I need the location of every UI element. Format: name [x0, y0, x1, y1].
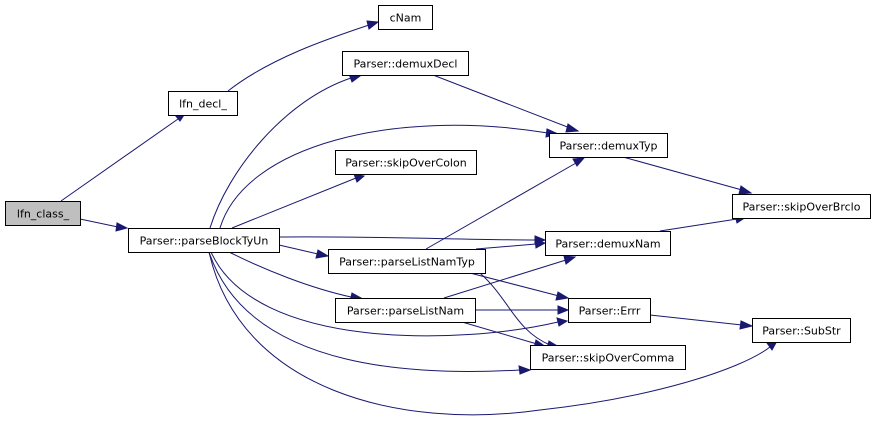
nodes-layer: lfn_class_ lfn_decl_ cNamParser::parseBloc…: [5, 5, 871, 370]
node-box[interactable]: [335, 298, 476, 323]
node-label: Parser::skipOverBrclo: [743, 201, 861, 214]
edge-parseBlockTyUn-to-Errr: [210, 251, 569, 337]
edge-parseListNamTyp-to-demuxNam: [475, 239, 547, 250]
arrowhead-icon: [534, 239, 547, 249]
edge-demuxDecl-to-demuxTyp: [432, 74, 580, 133]
arrowhead-icon: [315, 249, 330, 259]
edge-line: [432, 74, 571, 129]
node-demuxNam[interactable]: Parser::demuxNam: [545, 231, 671, 256]
edge-parseBlockTyUn-to-demuxNam: [278, 235, 547, 245]
edge-line: [231, 177, 357, 229]
edge-lfn_decl-to-cNam: [227, 20, 380, 92]
edge-line: [649, 314, 743, 326]
node-lfn_class[interactable]: lfn_class_: [5, 201, 81, 226]
node-label: lfn_decl_: [179, 98, 227, 111]
edge-line: [278, 236, 536, 241]
edge-line: [208, 251, 521, 373]
edge-line: [219, 124, 549, 229]
edge-line: [469, 272, 560, 297]
edge-lfn_class-to-parseBlockTyUn: [79, 218, 129, 232]
arrowhead-icon: [739, 320, 754, 330]
node-box[interactable]: [342, 51, 469, 76]
node-box[interactable]: [549, 133, 668, 158]
edge-Errr-to-SubStr: [649, 314, 754, 330]
node-demuxDecl[interactable]: Parser::demuxDecl: [342, 51, 469, 76]
node-Errr[interactable]: Parser::Errr: [568, 298, 651, 323]
node-label: Parser::demuxDecl: [354, 58, 458, 71]
edge-line: [479, 272, 551, 346]
edge-parseListNam-to-Errr: [475, 305, 570, 315]
edge-parseListNam-to-demuxNam: [443, 255, 577, 299]
node-label: lfn_class_: [17, 208, 70, 221]
node-box[interactable]: [335, 150, 477, 175]
arrowhead-icon: [563, 255, 577, 265]
node-box[interactable]: [5, 201, 81, 226]
edge-line: [622, 156, 743, 191]
node-label: Parser::demuxTyp: [559, 140, 657, 153]
node-box[interactable]: [732, 194, 871, 219]
node-skipOverBrclo[interactable]: Parser::skipOverBrclo: [732, 194, 871, 219]
edge-line: [79, 218, 119, 228]
node-demuxTyp[interactable]: Parser::demuxTyp: [549, 133, 668, 158]
node-label: cNam: [390, 12, 422, 25]
arrowhead-icon: [115, 222, 129, 232]
arrowhead-icon: [366, 20, 380, 30]
edge-line: [461, 321, 538, 345]
arrowhead-icon: [353, 173, 366, 183]
edge-parseBlockTyUn-to-skipOverColon: [231, 173, 366, 229]
edge-line: [209, 77, 352, 229]
edge-line: [208, 251, 771, 416]
edge-parseBlockTyUn-to-skipOverComma: [208, 251, 532, 375]
node-label: Parser::skipOverComma: [542, 352, 675, 365]
node-lfn_decl[interactable]: lfn_decl_: [168, 91, 238, 116]
node-label: Parser::skipOverColon: [345, 157, 466, 170]
edge-line: [425, 162, 577, 250]
node-box[interactable]: [545, 231, 671, 256]
node-box[interactable]: [168, 91, 238, 116]
node-label: Parser::Errr: [579, 305, 641, 318]
arrowhead-icon: [518, 365, 532, 375]
node-skipOverColon[interactable]: Parser::skipOverColon: [335, 150, 477, 175]
node-skipOverComma[interactable]: Parser::skipOverComma: [530, 345, 686, 370]
edge-line: [210, 251, 559, 337]
edge-line: [443, 259, 567, 299]
arrowhead-icon: [565, 123, 580, 133]
edge-line: [60, 118, 179, 202]
node-box[interactable]: [752, 318, 851, 343]
arrowhead-icon: [557, 305, 570, 315]
arrowhead-icon: [572, 157, 586, 167]
node-label: Parser::SubStr: [762, 325, 841, 338]
node-SubStr[interactable]: Parser::SubStr: [752, 318, 851, 343]
edge-demuxTyp-to-skipOverBrclo: [622, 156, 753, 195]
node-label: Parser::demuxNam: [555, 238, 660, 251]
edge-line: [659, 218, 738, 232]
arrowhead-icon: [555, 291, 570, 301]
edge-parseBlockTyUn-to-parseListNamTyp: [278, 244, 330, 259]
edges-layer: [60, 20, 778, 416]
node-parseListNam[interactable]: Parser::parseListNam: [335, 298, 476, 323]
node-box[interactable]: [530, 345, 686, 370]
node-label: Parser::parseBlockTyUn: [140, 235, 269, 248]
edge-line: [227, 24, 370, 92]
edge-line: [475, 243, 537, 250]
node-parseBlockTyUn[interactable]: Parser::parseBlockTyUn: [128, 228, 280, 253]
node-box[interactable]: [568, 298, 651, 323]
edge-parseBlockTyUn-to-SubStr: [208, 251, 778, 416]
arrowhead-icon: [738, 185, 753, 195]
edge-line: [228, 251, 352, 298]
edge-line: [278, 244, 319, 255]
node-box[interactable]: [328, 249, 486, 274]
node-box[interactable]: [378, 5, 433, 30]
edge-parseListNamTyp-to-demuxTyp: [425, 157, 586, 250]
node-parseListNamTyp[interactable]: Parser::parseListNamTyp: [328, 249, 486, 274]
node-cNam[interactable]: cNam: [378, 5, 433, 30]
edge-parseListNamTyp-to-Errr: [469, 272, 570, 301]
node-box[interactable]: [128, 228, 280, 253]
node-label: Parser::parseListNam: [347, 305, 464, 318]
node-label: Parser::parseListNamTyp: [339, 256, 475, 269]
arrowhead-icon: [556, 317, 569, 327]
edge-lfn_class-to-lfn_decl: [60, 111, 188, 202]
